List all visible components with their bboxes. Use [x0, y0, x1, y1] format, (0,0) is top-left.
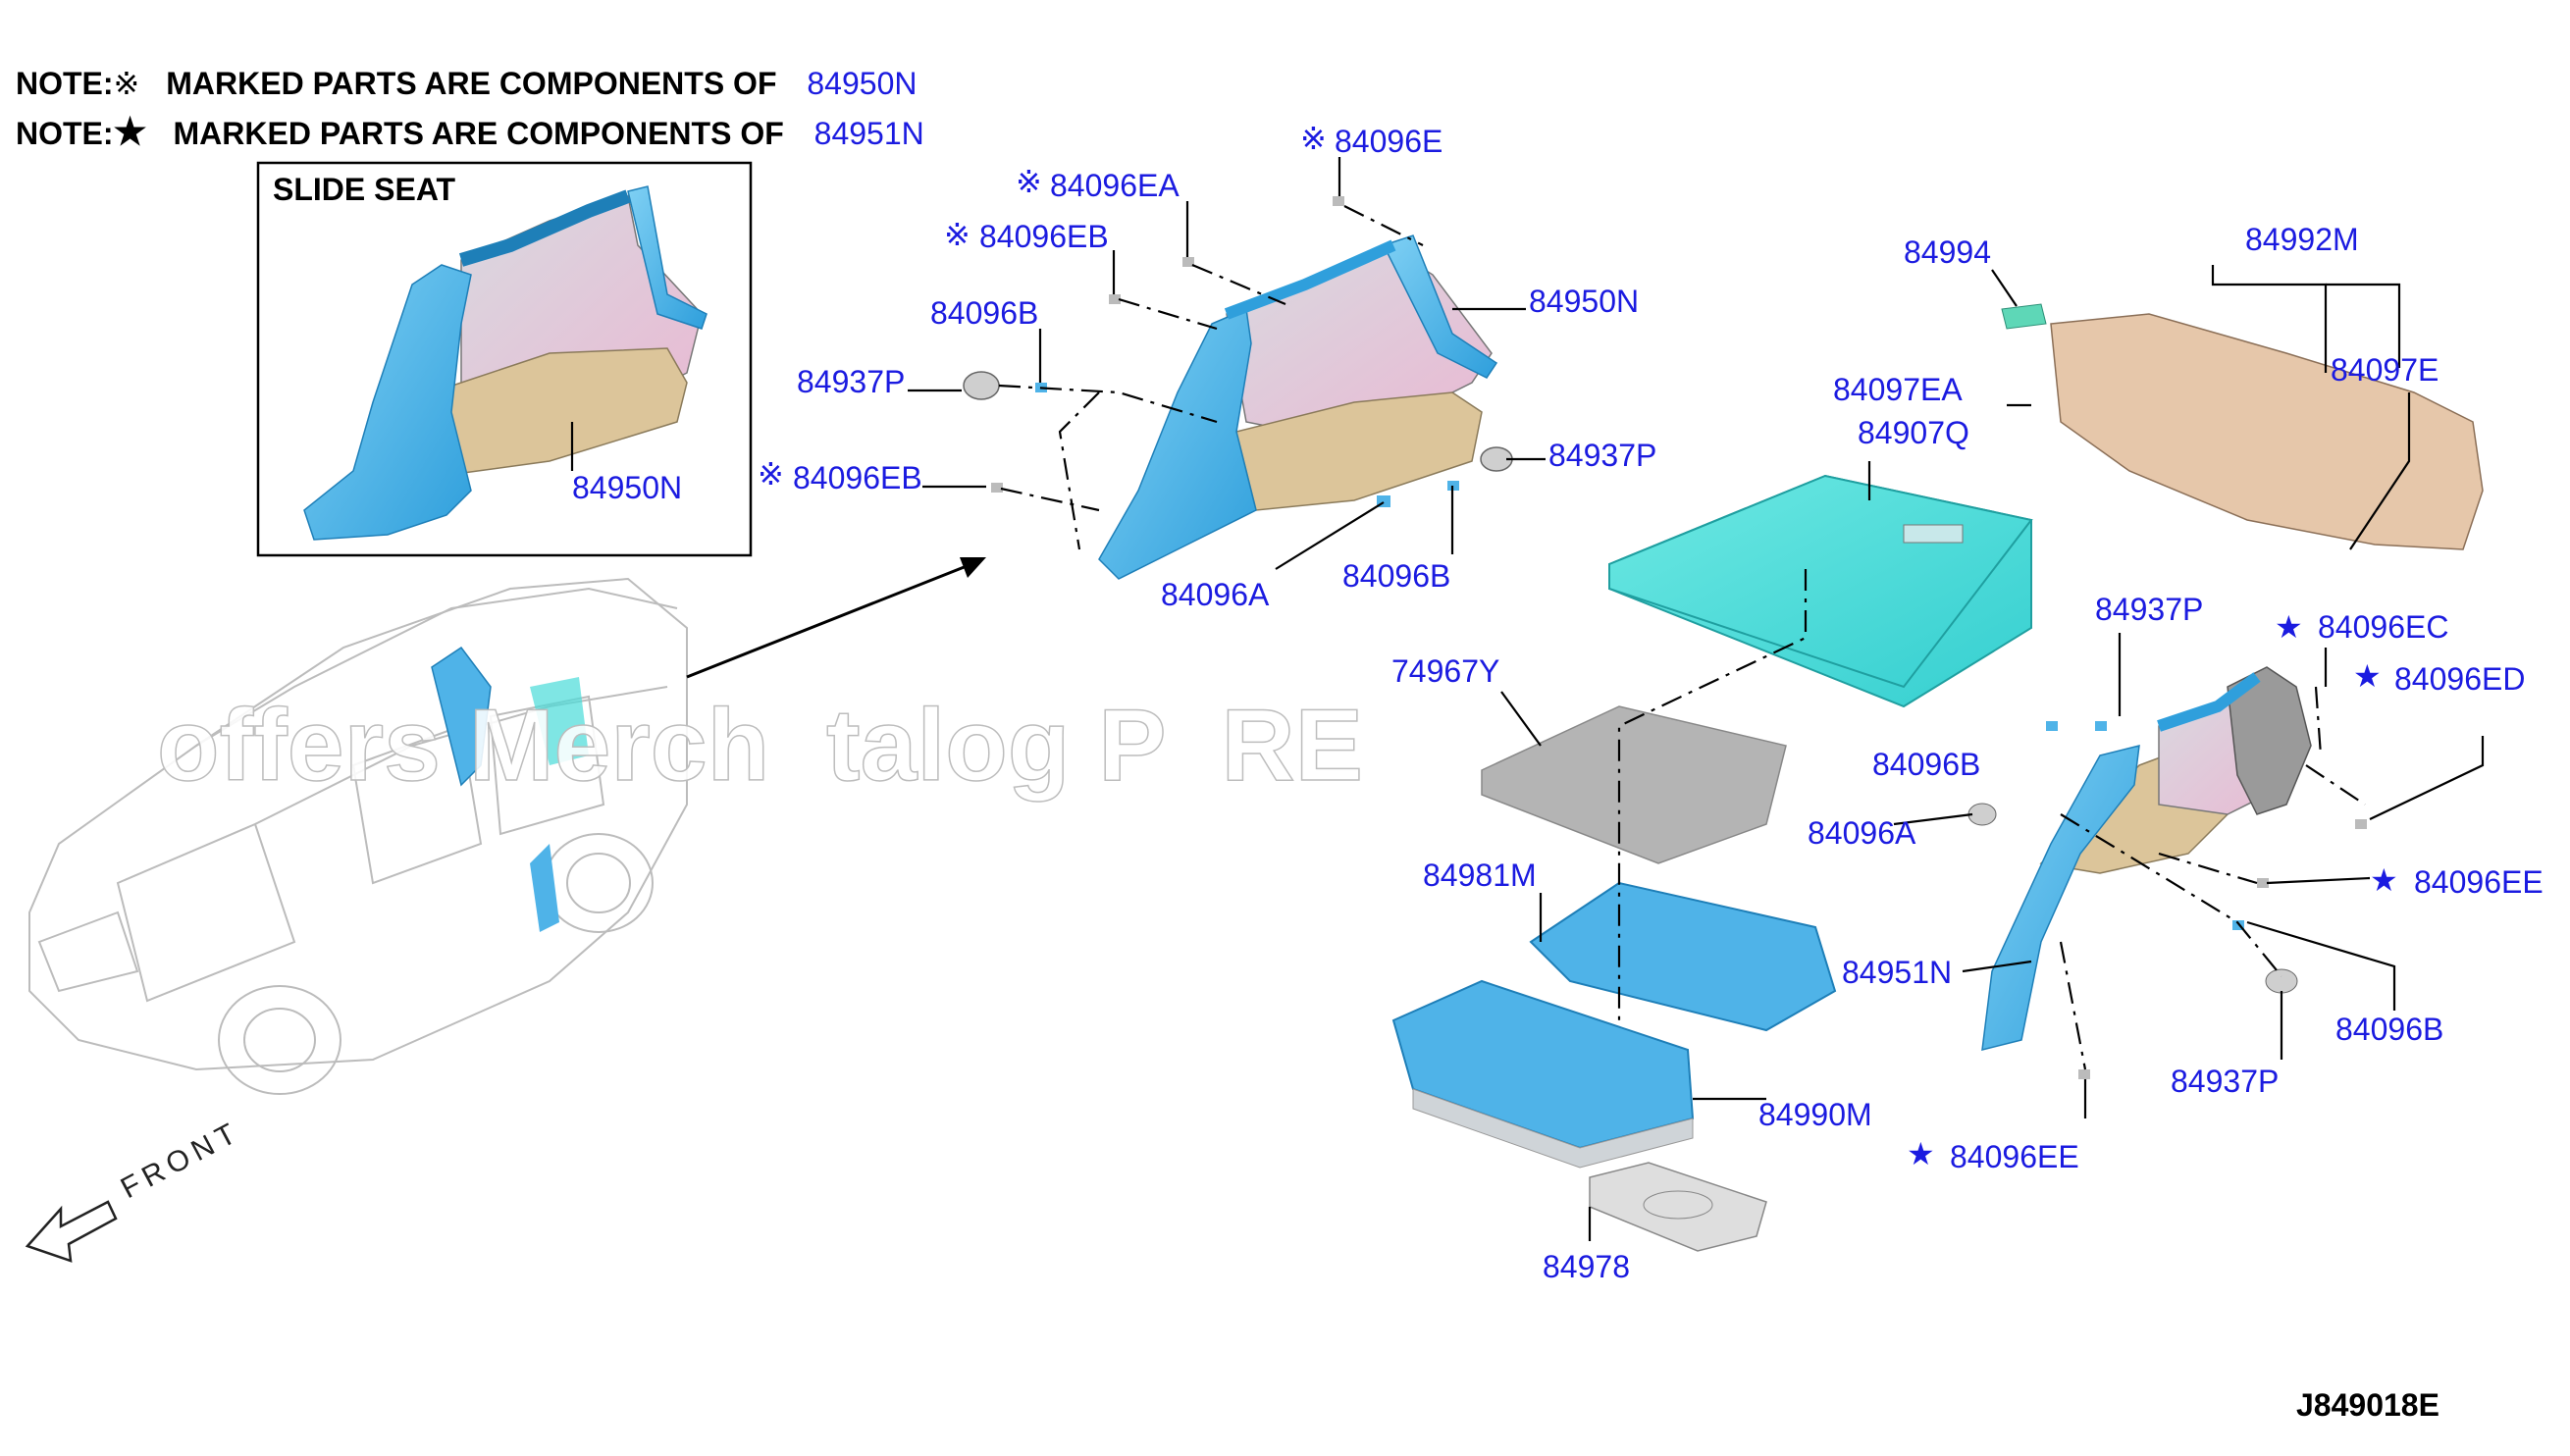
callout-arrow — [686, 562, 972, 679]
watermark-text: offers Merch talog P RE — [157, 689, 1363, 803]
diagram-code: J849018E — [2296, 1387, 2439, 1423]
dash-84096B-right — [2060, 813, 2282, 977]
label-84981M[interactable]: 84981M — [1423, 858, 1537, 893]
label-84992M[interactable]: 84992M — [2245, 222, 2359, 257]
dash-84096EB-top — [1118, 297, 1218, 331]
label-inset-84950N[interactable]: 84950N — [572, 470, 682, 505]
vehicle-outline — [28, 577, 688, 1095]
leader-84096ED — [2369, 736, 2485, 820]
label-84096B-left[interactable]: 84096B — [930, 295, 1038, 331]
label-84097E[interactable]: 84097E — [2331, 352, 2439, 388]
dash-84096EC — [2314, 686, 2323, 756]
label-84978[interactable]: 84978 — [1543, 1249, 1630, 1284]
dash-84907Q-center — [1617, 569, 1808, 1020]
label-84937P-left[interactable]: 84937P — [797, 364, 905, 399]
leader-84096A-left — [1275, 501, 1385, 570]
label-84096EC[interactable]: 84096EC — [2318, 609, 2448, 645]
dash-84096EB-low — [1000, 487, 1100, 512]
reference-mark-icon: ※ — [758, 456, 784, 492]
dash-84096EE-right — [2158, 852, 2258, 885]
label-84096EE-bot[interactable]: 84096EE — [1950, 1139, 2079, 1174]
label-84096EB-low[interactable]: 84096EB — [793, 460, 922, 495]
inset-trim-illustration — [303, 185, 708, 541]
label-84097EA[interactable]: 84097EA — [1833, 372, 1963, 407]
leader-84992M-right — [2326, 283, 2401, 368]
note-ref[interactable]: 84951N — [813, 116, 924, 151]
reference-mark-icon: ※ — [944, 217, 970, 252]
label-84950N[interactable]: 84950N — [1529, 284, 1639, 319]
note-line-1: NOTE:※ MARKED PARTS ARE COMPONENTS OF 84… — [16, 65, 917, 102]
right-trim-assembly — [1981, 666, 2312, 1051]
label-84096B-right[interactable]: 84096B — [2335, 1012, 2443, 1047]
mat-74967Y — [1481, 705, 1787, 864]
dash-84096EA — [1191, 263, 1286, 306]
note-line-2: NOTE:★ MARKED PARTS ARE COMPONENTS OF 84… — [16, 110, 924, 154]
star-icon: ★ — [113, 112, 147, 153]
note-ref[interactable]: 84950N — [807, 66, 918, 101]
box-84981M — [1529, 881, 1837, 1032]
box-84990M — [1391, 979, 1695, 1169]
label-84096EA[interactable]: 84096EA — [1050, 168, 1180, 203]
reference-mark-icon: ※ — [113, 66, 140, 101]
label-84096B-mid[interactable]: 84096B — [1342, 558, 1450, 594]
dash-84096ED — [2305, 764, 2366, 806]
label-84096EB-top[interactable]: 84096EB — [979, 219, 1109, 254]
label-84096B-partial[interactable]: 84096B — [1872, 747, 1980, 782]
star-icon: ★ — [1907, 1136, 1935, 1171]
dash-84096EE-bot — [2059, 941, 2087, 1070]
plate-84978 — [1589, 1162, 1767, 1252]
dash-84096A-left — [1058, 391, 1100, 550]
fastener-parts-right — [1967, 721, 2367, 1079]
reference-mark-icon: ※ — [1016, 164, 1042, 199]
star-icon: ★ — [2370, 862, 2398, 898]
star-icon: ※ — [1300, 121, 1327, 156]
label-84907Q[interactable]: 84907Q — [1858, 415, 1969, 450]
leader-84096B-right — [2246, 920, 2396, 1011]
star-icon: ★ — [2275, 609, 2303, 645]
label-84096A-left[interactable]: 84096A — [1161, 577, 1270, 612]
star-icon: ★ — [2353, 658, 2382, 694]
label-84990M[interactable]: 84990M — [1758, 1097, 1872, 1132]
label-84937P-right-bot[interactable]: 84937P — [2171, 1064, 2279, 1099]
leader-84096EE-right — [2266, 876, 2371, 885]
label-74967Y[interactable]: 74967Y — [1391, 653, 1499, 689]
label-84937P-mid[interactable]: 84937P — [1548, 438, 1656, 473]
leader-84992M — [2211, 265, 2328, 373]
leader-84951N — [1962, 960, 2032, 973]
note-prefix: NOTE: — [16, 66, 114, 101]
front-label: FRONT — [116, 1115, 246, 1205]
left-trim-assembly — [1098, 234, 1498, 580]
leader-74967Y — [1500, 691, 1542, 747]
label-84096ED[interactable]: 84096ED — [2394, 661, 2525, 697]
label-84951N[interactable]: 84951N — [1842, 955, 1952, 990]
note-prefix: NOTE: — [16, 116, 114, 151]
label-84096A-right[interactable]: 84096A — [1808, 815, 1916, 851]
note-text: MARKED PARTS ARE COMPONENTS OF — [166, 66, 777, 101]
callout-arrowhead — [960, 557, 986, 578]
note-text: MARKED PARTS ARE COMPONENTS OF — [173, 116, 784, 151]
label-84994[interactable]: 84994 — [1904, 234, 1991, 270]
back-panel-84992M — [2001, 303, 2484, 550]
label-84096E[interactable]: 84096E — [1335, 124, 1442, 159]
label-84096EE-right[interactable]: 84096EE — [2414, 864, 2544, 900]
dash-84096E — [1343, 205, 1424, 246]
front-arrow-icon — [25, 1200, 118, 1263]
leader-84994 — [1991, 269, 2018, 307]
leader-84097E — [2349, 392, 2411, 550]
inset-title: SLIDE SEAT — [273, 172, 456, 207]
leader-84096A-right — [1893, 812, 1973, 826]
board-84907Q — [1608, 474, 2033, 708]
label-84937P-right-top[interactable]: 84937P — [2095, 592, 2203, 627]
